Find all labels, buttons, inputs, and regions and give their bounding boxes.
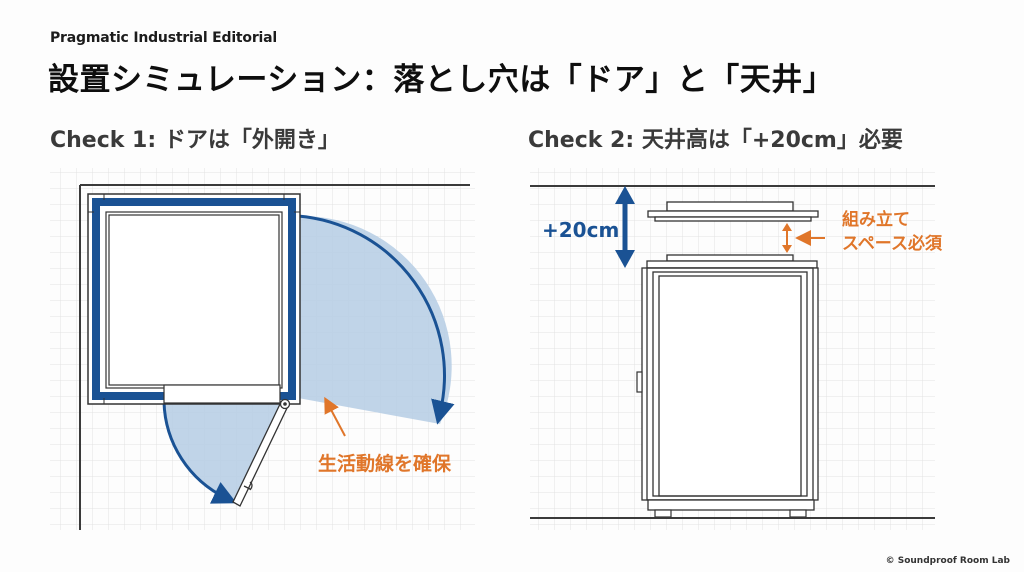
living-space-swing-area	[297, 214, 455, 425]
check1-subtitle: Check 1: ドアは「外開き」	[50, 128, 340, 153]
door-handle-icon	[243, 481, 253, 491]
living-space-annotation: 生活動線を確保	[318, 453, 452, 475]
check2-subtitle: Check 2: 天井高は「+20cm」必要	[528, 128, 903, 153]
assembly-gap-arrow-icon	[782, 223, 825, 253]
height-double-arrow-icon	[615, 186, 635, 268]
height-dimension-label: +20cm	[542, 218, 620, 242]
booth-front-view-icon	[636, 254, 819, 518]
assembly-space-annotation: 組み立て スペース必須	[842, 208, 942, 256]
annotation-arrow-icon	[324, 396, 346, 437]
door-swing-area	[162, 401, 286, 504]
assembly-annotation-line2: スペース必須	[842, 234, 942, 254]
assembly-annotation-line1: 組み立て	[842, 210, 910, 230]
brand-label: Pragmatic Industrial Editorial	[50, 30, 277, 46]
door-panel-icon	[232, 398, 291, 507]
ceiling-panel-icon	[647, 201, 819, 222]
elevation-svg	[530, 168, 935, 530]
ceiling-height-diagram: +20cm 組み立て スペース必須	[520, 168, 950, 538]
booth-door-handle-icon	[636, 371, 643, 393]
page-title: 設置シミュレーション：落とし穴は「ドア」と「天井」	[48, 62, 835, 98]
copyright-label: © Soundproof Room Lab	[885, 556, 1010, 566]
floor-plan-svg	[50, 168, 475, 530]
room-wall-icon	[79, 184, 470, 530]
door-swing-diagram: 生活動線を確保	[40, 168, 480, 538]
booth-top-view-icon	[87, 193, 301, 405]
